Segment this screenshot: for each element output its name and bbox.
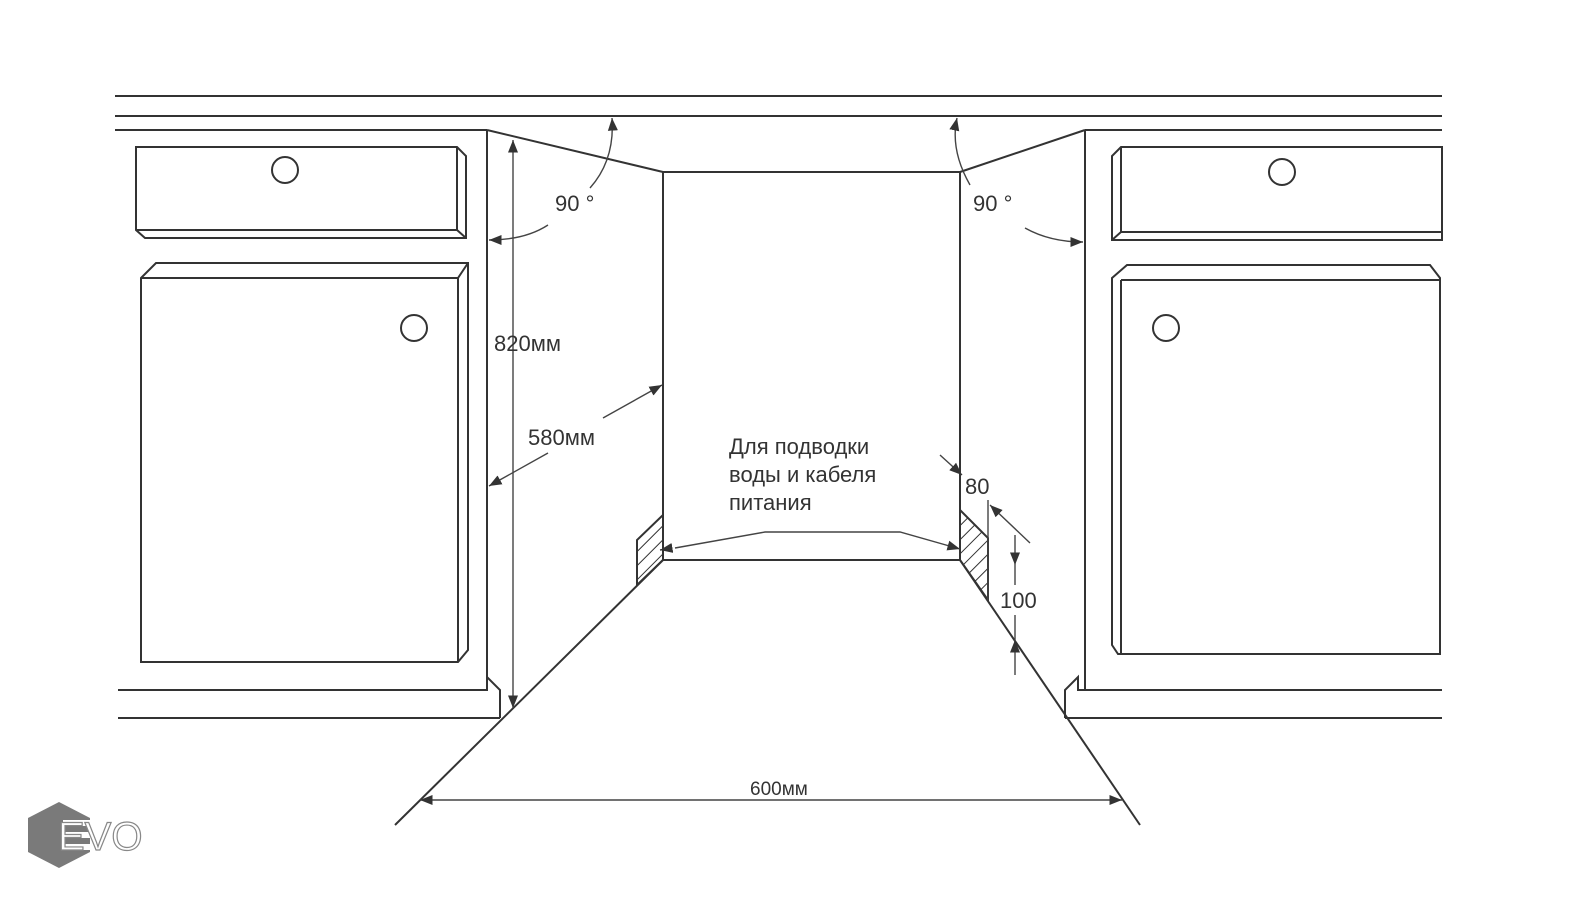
note-line-3: питания bbox=[729, 490, 812, 515]
right-door bbox=[1111, 264, 1441, 655]
left-utility-zone bbox=[636, 512, 664, 588]
dim-80-label: 80 bbox=[965, 474, 989, 499]
depth-label: 580мм bbox=[528, 425, 595, 450]
note-line-2: воды и кабеля bbox=[729, 462, 876, 487]
logo-hexagon bbox=[28, 802, 90, 868]
logo-text: EVO bbox=[58, 815, 142, 859]
dimension-lines bbox=[420, 117, 1122, 806]
right-drawer bbox=[1111, 146, 1443, 241]
door-knob bbox=[1152, 314, 1180, 342]
right-utility-zone bbox=[959, 507, 989, 604]
angle-right-label: 90 ° bbox=[973, 191, 1012, 216]
note-line-1: Для подводки bbox=[729, 434, 869, 459]
height-label: 820мм bbox=[494, 331, 561, 356]
evo-logo: EVO bbox=[28, 802, 143, 868]
drawer-knob bbox=[1268, 158, 1296, 186]
width-label: 600мм bbox=[750, 779, 808, 800]
countertop bbox=[115, 95, 1442, 131]
drawer-knob bbox=[271, 156, 299, 184]
right-cabinet bbox=[1064, 130, 1443, 719]
angle-left-label: 90 ° bbox=[555, 191, 594, 216]
left-door bbox=[140, 262, 469, 663]
left-drawer bbox=[135, 146, 467, 239]
left-cabinet bbox=[118, 130, 501, 719]
dim-100-label: 100 bbox=[1000, 588, 1037, 613]
door-knob bbox=[400, 314, 428, 342]
